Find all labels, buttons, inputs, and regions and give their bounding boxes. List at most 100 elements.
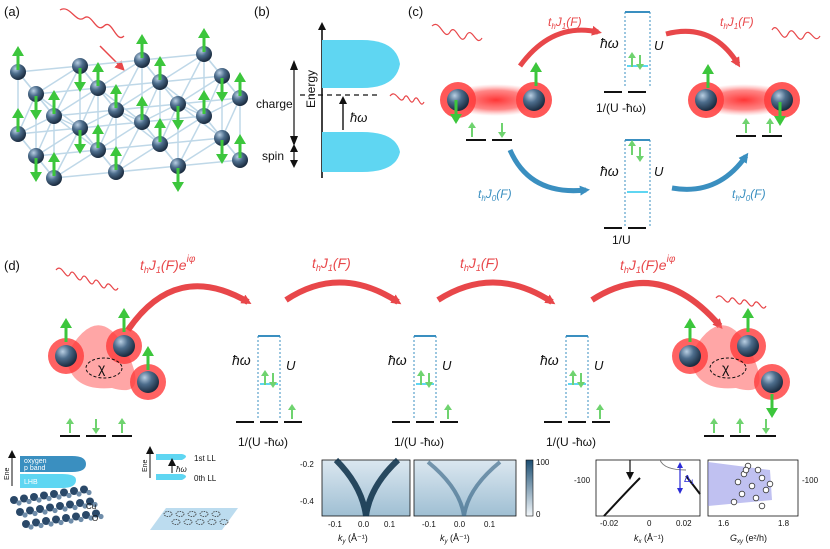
svg-text:p band: p band xyxy=(24,465,46,472)
hop-t: t xyxy=(548,15,552,29)
charge-label: charge xyxy=(256,97,293,111)
triangle-left: χ xyxy=(48,306,166,437)
intermediate-upper: ħω U 1/(U -ħω) xyxy=(596,11,664,115)
lattice-atom xyxy=(10,126,26,142)
spin-label: spin xyxy=(262,149,284,163)
svg-text:1.6: 1.6 xyxy=(718,519,730,528)
cu-atom xyxy=(42,517,50,525)
svg-text:-100: -100 xyxy=(574,476,591,485)
cu-atom xyxy=(72,512,80,521)
laser-coil-icon-left xyxy=(55,267,119,291)
lattice-bond xyxy=(35,149,99,157)
gxy-data-point xyxy=(758,502,766,510)
lattice-atom xyxy=(232,152,248,168)
denominator-label-d: 1/(U -ħω) xyxy=(546,435,596,449)
hop-arc-3 xyxy=(436,279,556,305)
arpes-y-tick: -0.2 xyxy=(300,460,314,469)
svg-text:1/(U -ħω): 1/(U -ħω) xyxy=(596,101,646,115)
lattice-bond xyxy=(35,127,81,157)
o-atom xyxy=(42,509,48,515)
gxy-data-point xyxy=(730,498,738,506)
gxy-data-point xyxy=(748,482,756,490)
hop-arrow-blue-2 xyxy=(671,152,749,192)
svg-text:Ene: Ene xyxy=(4,467,11,480)
cu-atom xyxy=(66,500,74,509)
lattice-atom xyxy=(152,136,168,152)
denominator-label-d: 1/(U -ħω) xyxy=(238,435,288,449)
svg-text:0th LL: 0th LL xyxy=(194,474,217,483)
hw-label-d: ħω xyxy=(388,352,407,368)
cu-atom xyxy=(92,509,100,518)
svg-text:oxygen: oxygen xyxy=(24,458,47,465)
lattice-bond xyxy=(177,75,223,105)
cu-atom xyxy=(40,491,48,500)
lattice-atom xyxy=(134,114,150,130)
cu-atom xyxy=(52,515,60,524)
hop-label-d-2: thJ1(F) xyxy=(312,255,351,273)
lattice-atom xyxy=(152,74,168,90)
cyclotron-orbit-icon xyxy=(175,511,185,517)
cu-atom xyxy=(32,518,40,527)
svg-text:1.8: 1.8 xyxy=(778,519,790,528)
panel-label-d: (d) xyxy=(4,258,20,273)
o-atom xyxy=(16,500,22,506)
inset-cuprate: Ene oxygen p band LHB Cu O xyxy=(4,450,104,530)
energy-label: Energy xyxy=(304,70,318,108)
lattice-bond xyxy=(97,143,161,151)
lattice-atom xyxy=(214,68,230,84)
energy-diagram: ħω Energy charge spin xyxy=(256,22,425,178)
lattice-bond xyxy=(177,97,241,105)
arpes-x-tick: -0.1 xyxy=(328,520,342,529)
lattice-bond xyxy=(35,87,99,95)
o-atom xyxy=(28,524,34,530)
svg-text:Ene: Ene xyxy=(142,459,149,472)
lattice-atom xyxy=(10,64,26,80)
panel-label-a: (a) xyxy=(4,4,20,19)
cu-atom xyxy=(22,520,30,528)
lattice-bond xyxy=(17,65,81,73)
photon-wave-icon xyxy=(389,93,425,105)
o-atom xyxy=(76,491,82,497)
cu-atom xyxy=(60,488,68,497)
lattice-bond xyxy=(53,87,99,117)
lattice-bond xyxy=(159,75,223,83)
hop-arrow-red-2 xyxy=(665,28,741,68)
cyclotron-orbit-icon xyxy=(211,511,221,517)
o-atom xyxy=(88,515,94,521)
gxy-data-point xyxy=(742,466,750,474)
U-label-d: U xyxy=(286,358,296,373)
svg-text:thJ1(F): thJ1(F) xyxy=(548,15,582,31)
lattice-atom xyxy=(28,86,44,102)
cu-atom xyxy=(50,490,58,498)
gxy-data-point xyxy=(752,494,760,502)
svg-text:U: U xyxy=(654,38,664,53)
emitted-wave-icon-c xyxy=(771,27,821,40)
lattice-atom xyxy=(134,52,150,68)
lattice-atom xyxy=(214,130,230,146)
o-atom xyxy=(68,518,74,524)
hw-label-d: ħω xyxy=(540,352,559,368)
svg-text:-100: -100 xyxy=(802,476,819,485)
upper-band xyxy=(322,40,400,88)
lattice-bond xyxy=(141,115,205,123)
panel-label-b: (b) xyxy=(254,4,270,19)
panel-c: thJ1(F) thJ1(F) thJ0(F) thJ0(F) ħω U 1/(… xyxy=(431,11,821,247)
laser-coil-icon-right xyxy=(715,295,767,309)
svg-text:-0.02: -0.02 xyxy=(600,519,619,528)
lattice-atom xyxy=(72,58,88,74)
hop-label-d-1: thJ1(F)eiφ xyxy=(140,254,196,275)
arpes-x-tick: 0.1 xyxy=(384,520,396,529)
lattice-bond xyxy=(141,53,205,61)
cyclotron-orbit-icon xyxy=(207,519,217,525)
laser-wave-icon-c xyxy=(431,23,483,41)
lattice-bond xyxy=(97,121,143,151)
lattice-atom xyxy=(72,120,88,136)
svg-text:ħω: ħω xyxy=(600,35,619,51)
lattice-bond xyxy=(79,121,143,129)
svg-text:LHB: LHB xyxy=(24,479,38,486)
svg-text:thJ0(F): thJ0(F) xyxy=(732,187,766,203)
lattice-illustration xyxy=(10,8,248,194)
